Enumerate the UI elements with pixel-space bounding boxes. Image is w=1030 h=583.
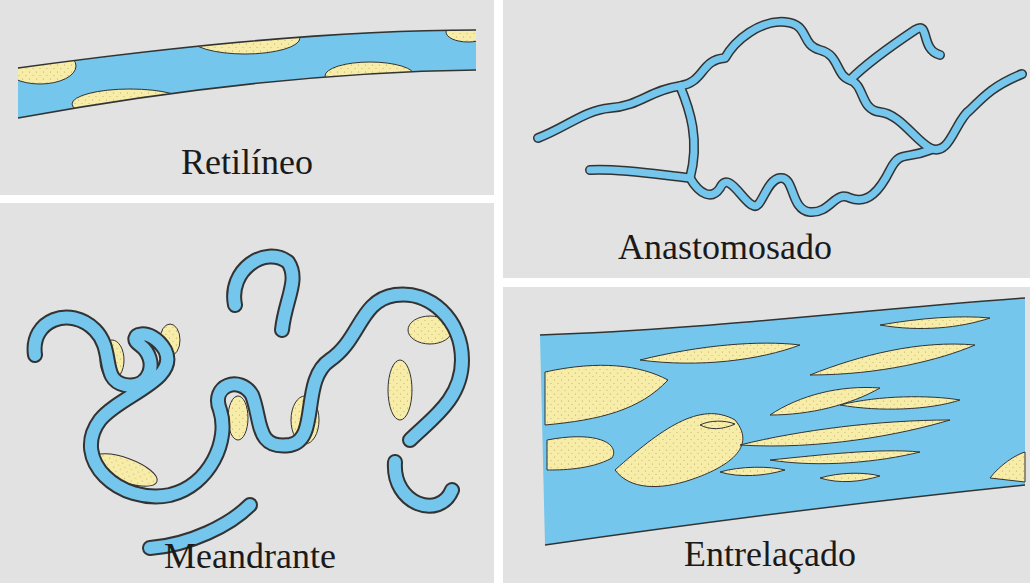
pattern-panel: Meandrante [0, 203, 494, 583]
pattern-panel: Entrelaçado [503, 287, 1030, 583]
pattern-label: Retilíneo [181, 143, 313, 183]
pattern-panel: Retilíneo [0, 0, 494, 195]
pattern-label: Entrelaçado [684, 535, 856, 575]
pattern-label: Meandrante [164, 537, 336, 577]
pattern-label: Anastomosado [618, 228, 832, 268]
pattern-panel: Anastomosado [503, 0, 1030, 278]
